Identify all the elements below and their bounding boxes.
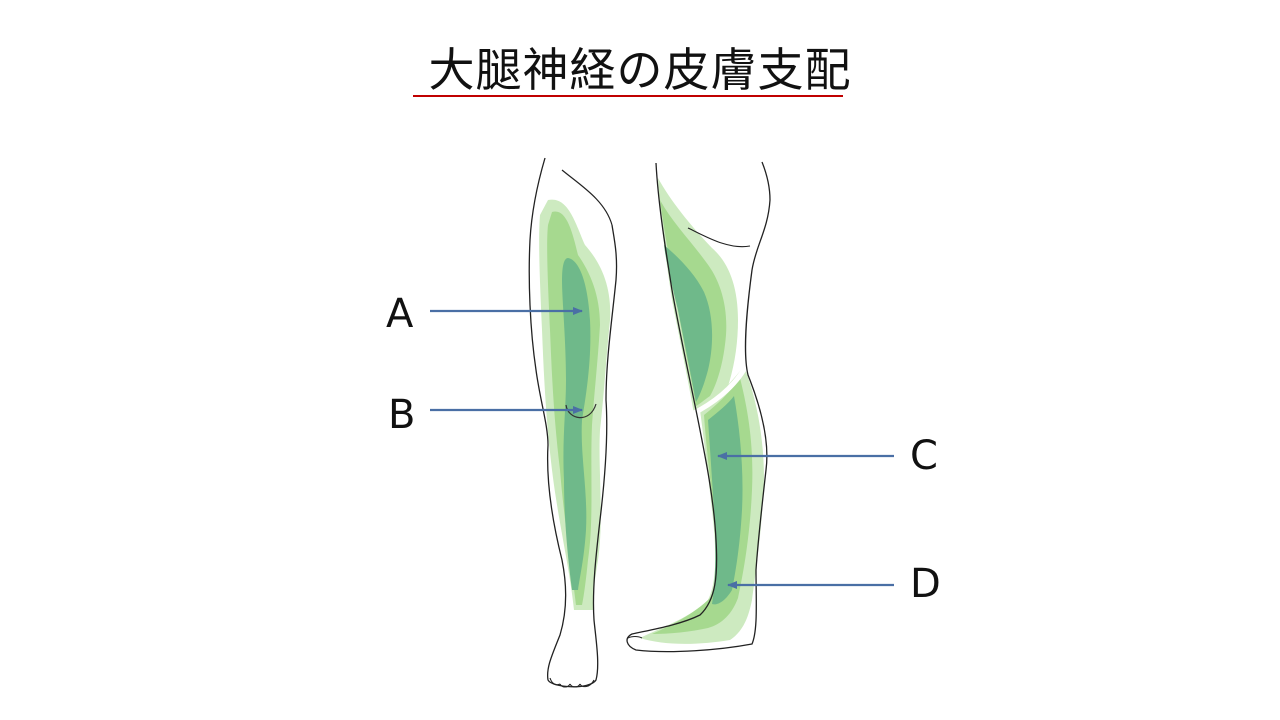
left-toes — [549, 677, 595, 688]
right-toe-detail — [627, 635, 643, 639]
left-leg — [528, 157, 618, 688]
right-leg-upper-dark-zone — [664, 245, 713, 402]
left-leg-dark-zone — [562, 258, 591, 590]
right-leg — [626, 161, 771, 653]
right-leg-outline — [626, 161, 771, 653]
left-hip-curve — [561, 169, 613, 226]
right-leg-crease — [690, 364, 749, 417]
title-underline — [413, 95, 843, 97]
label-d: D — [910, 561, 941, 607]
label-b: B — [388, 392, 416, 438]
left-leg-outline — [528, 157, 618, 688]
slide-title: 大腿神経の皮膚支配 — [428, 43, 852, 97]
left-knee-outline — [565, 403, 597, 419]
label-a: A — [386, 291, 414, 337]
label-c: C — [910, 433, 938, 479]
right-buttock-curve — [687, 227, 751, 248]
